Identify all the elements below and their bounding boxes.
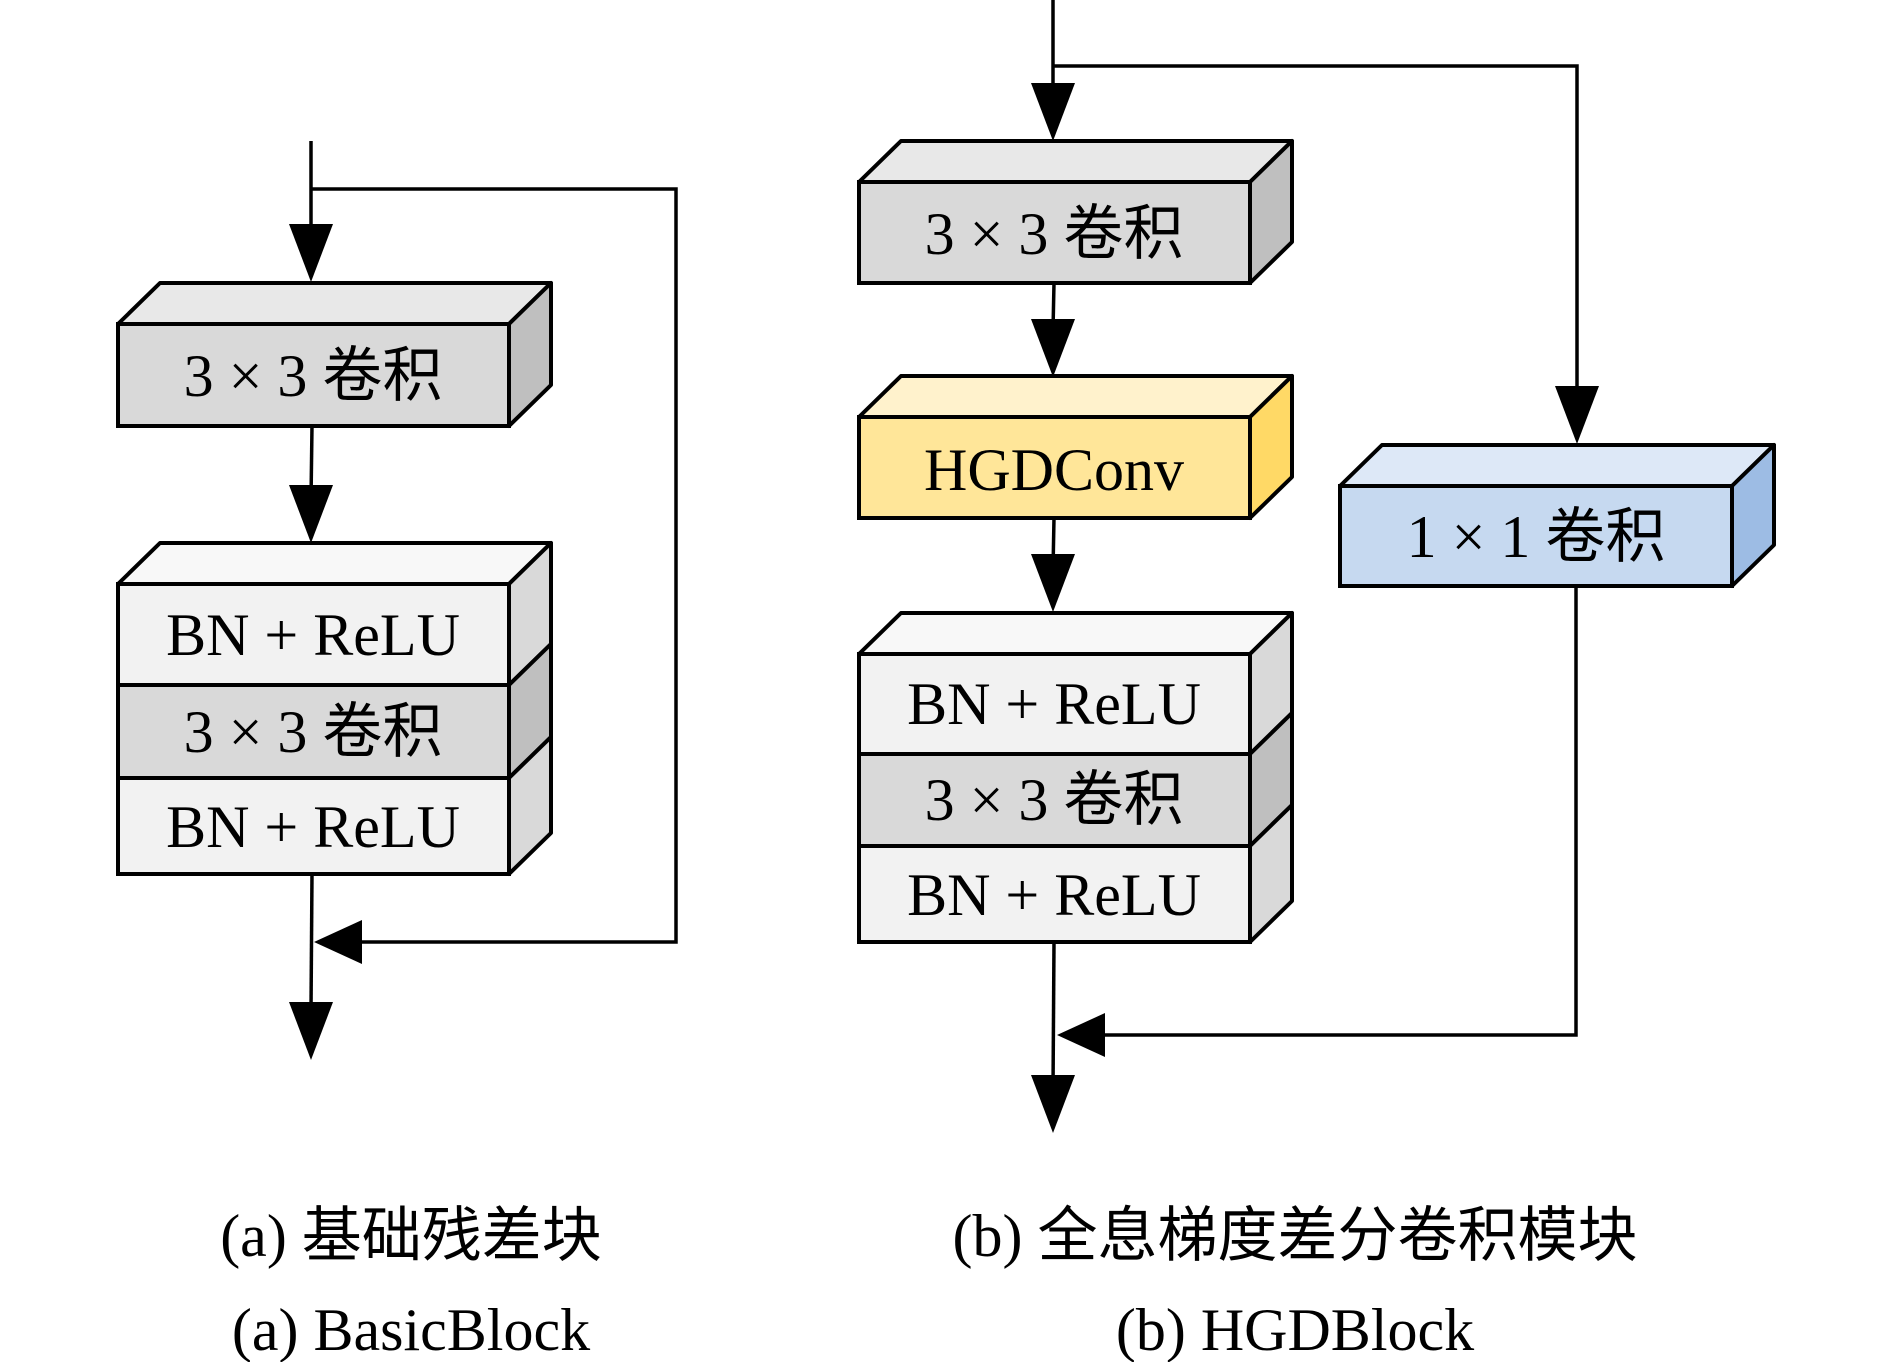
caption-b-chinese: (b) 全息梯度差分卷积模块 xyxy=(953,1203,1638,1269)
hgd-stack-box-front-face-2 xyxy=(857,844,1252,944)
basic-stack-box-front-face-2 xyxy=(116,776,511,876)
hgdconv-box-top-face xyxy=(857,374,1294,419)
hgd-merge-arrowhead xyxy=(1057,1013,1105,1057)
shortcut-arrowhead xyxy=(1555,386,1599,444)
basic-input-arrowhead xyxy=(289,224,333,282)
basic-stack-row3-label: BN + ReLU xyxy=(166,794,460,860)
basic-stack-box-front-face-0 xyxy=(116,582,511,687)
hgd-skip-line xyxy=(1053,64,1579,400)
caption-b-english: (b) HGDBlock xyxy=(1116,1297,1474,1362)
shortcut-conv1x1-box-top-face xyxy=(1338,443,1776,488)
basic-stack-box-top-face xyxy=(116,541,553,586)
caption-a-english: (a) BasicBlock xyxy=(232,1297,590,1362)
hgd-stack-row3-label: BN + ReLU xyxy=(907,862,1201,928)
hgd-conv1-box-front-face-0 xyxy=(857,180,1252,285)
hgd-stack-box-top-face xyxy=(857,611,1294,656)
basic-skip-connection xyxy=(311,187,678,944)
hgdconv-label: HGDConv xyxy=(924,437,1184,503)
basic-output-line xyxy=(309,873,314,1011)
hgd-stack-row1-label: BN + ReLU xyxy=(907,671,1201,737)
hgd-stack-row2-label: 3 × 3 卷积 xyxy=(925,767,1184,833)
basic-conv1-box-top-face xyxy=(116,281,553,326)
basic-output-arrowhead xyxy=(289,1002,333,1060)
basic-conv1-label: 3 × 3 卷积 xyxy=(184,343,443,409)
basic-stack-arrowhead xyxy=(289,485,333,543)
hgdconv-box-front-face-0 xyxy=(857,415,1252,520)
hgd-input-arrowhead xyxy=(1031,83,1075,141)
basic-stack-row1-label: BN + ReLU xyxy=(166,602,460,668)
hgd-conv1-label: 3 × 3 卷积 xyxy=(925,201,1184,267)
basic-stack-box-front-face-1 xyxy=(116,683,511,780)
basic-conv1-box-front-face-0 xyxy=(116,322,511,428)
hgdconv-arrowhead xyxy=(1031,319,1075,377)
hgd-output-line xyxy=(1051,941,1056,1091)
caption-a-chinese: (a) 基础残差块 xyxy=(220,1203,602,1269)
shortcut-conv1x1-box-front-face-0 xyxy=(1338,484,1734,588)
shortcut-merge-line xyxy=(1100,586,1578,1037)
hgd-output-arrowhead xyxy=(1031,1075,1075,1133)
hgd-stack-arrowhead xyxy=(1031,554,1075,612)
hgd-stack-box-front-face-0 xyxy=(857,652,1252,756)
basic-stack-row2-label: 3 × 3 卷积 xyxy=(184,699,443,765)
shortcut-conv1x1-label: 1 × 1 卷积 xyxy=(1407,504,1666,570)
hgd-stack-box-front-face-1 xyxy=(857,752,1252,848)
diagram-shapes xyxy=(116,0,1776,1133)
basic-merge-arrowhead xyxy=(314,920,362,964)
hgd-conv1-box-top-face xyxy=(857,139,1294,184)
